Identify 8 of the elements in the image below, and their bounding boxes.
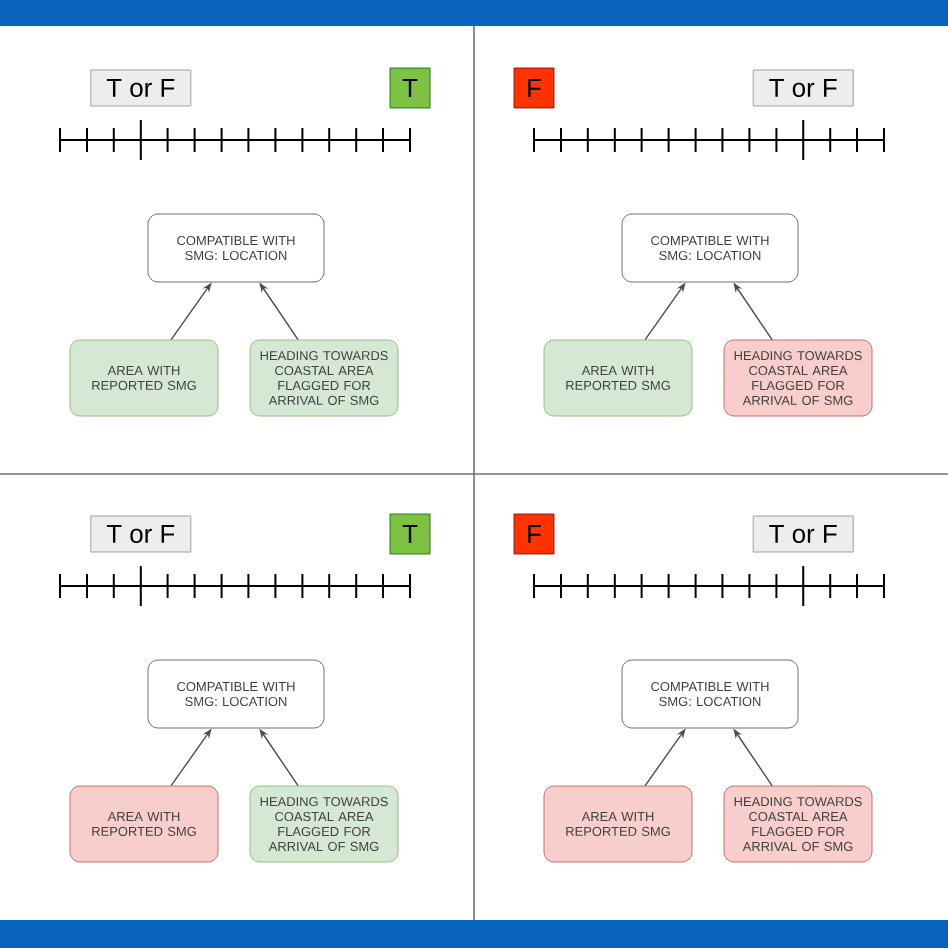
result-box: T bbox=[389, 67, 431, 109]
indicator-box: T or F bbox=[752, 515, 854, 553]
indicator-box: T or F bbox=[90, 69, 192, 107]
indicator-box: T or F bbox=[90, 515, 192, 553]
result-box: T bbox=[389, 513, 431, 555]
result-box: F bbox=[513, 67, 555, 109]
result-box: F bbox=[513, 513, 555, 555]
indicator-box: T or F bbox=[752, 69, 854, 107]
